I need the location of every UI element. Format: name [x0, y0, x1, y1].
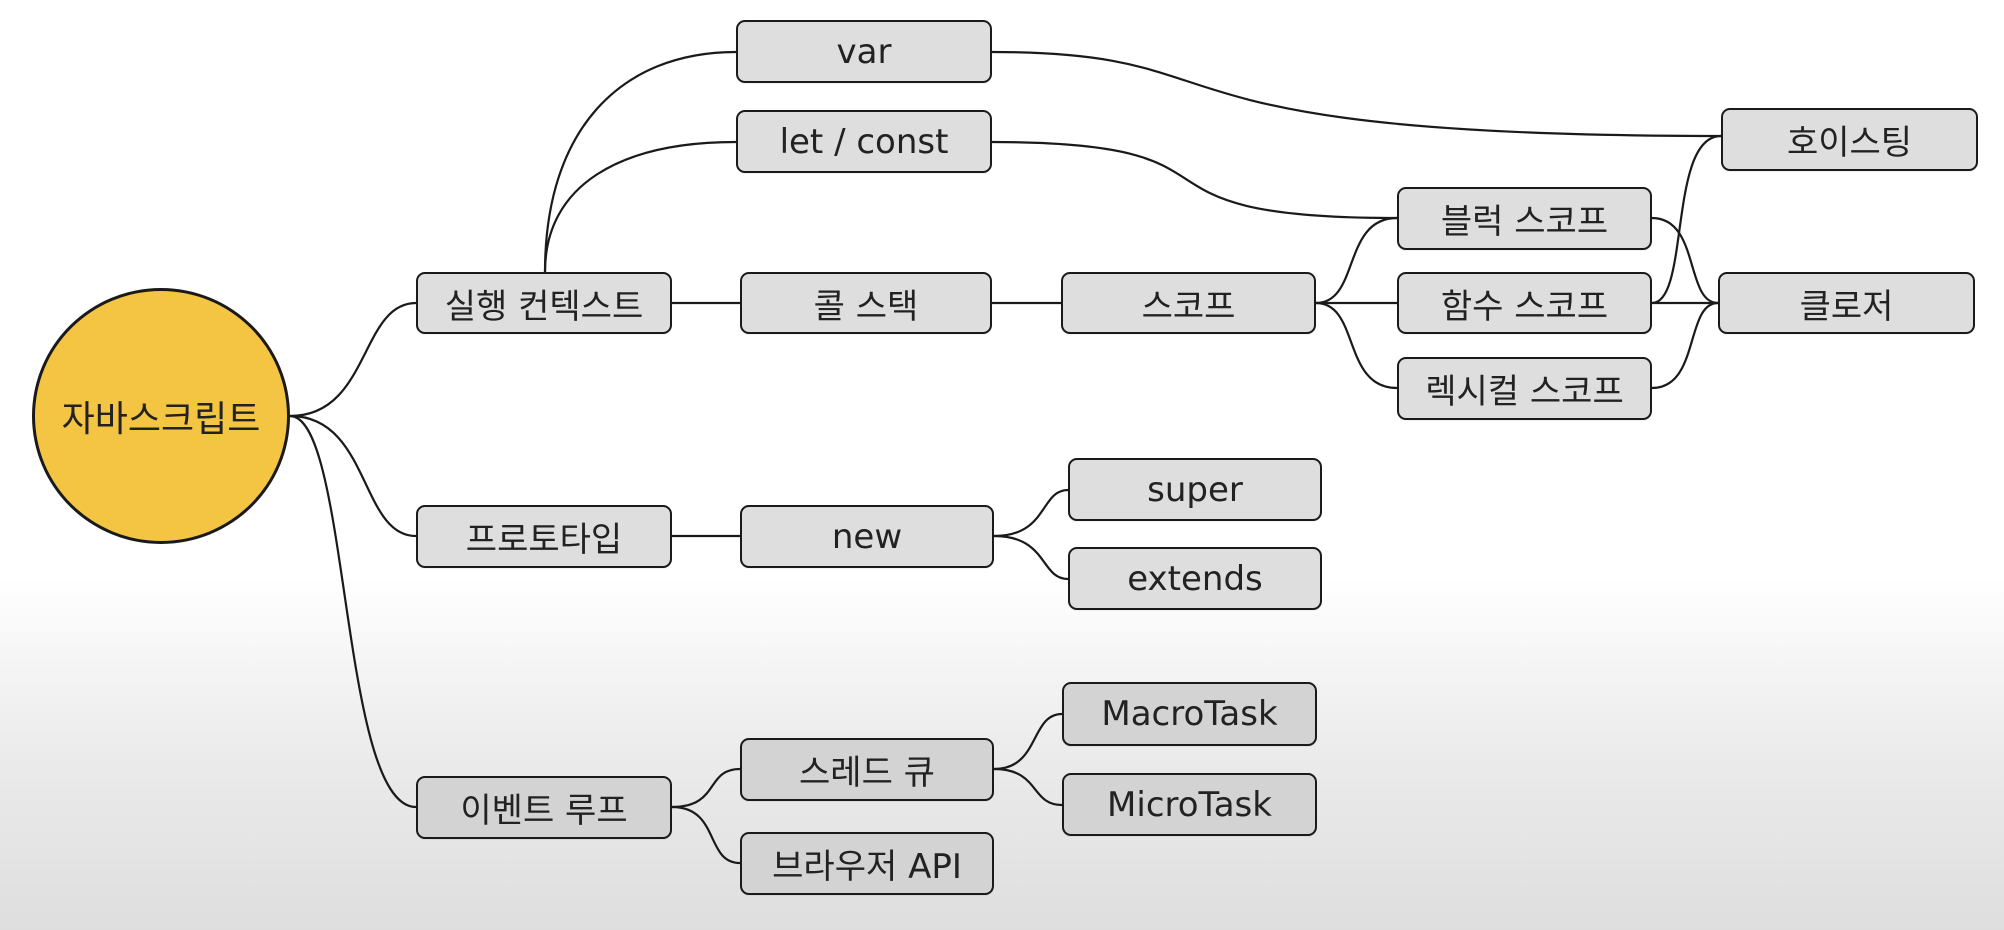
node-block-scope: 블럭 스코프	[1397, 187, 1652, 250]
edge-function-scope-hoisting	[1651, 134, 1722, 305]
node-scope: 스코프	[1061, 272, 1316, 334]
edge-thread-queue-macrotask	[993, 712, 1063, 771]
node-event-loop: 이벤트 루프	[416, 776, 672, 839]
node-execution-context: 실행 컨텍스트	[416, 272, 672, 334]
node-extends: extends	[1068, 547, 1322, 610]
node-browser-api: 브라우저 API	[740, 832, 994, 895]
root-node-javascript: 자바스크립트	[32, 288, 290, 544]
node-macrotask: MacroTask	[1062, 682, 1317, 746]
node-microtask: MicroTask	[1062, 773, 1317, 836]
edge-event-loop-browser-api	[671, 805, 741, 865]
node-lexical-scope: 렉시컬 스코프	[1397, 357, 1652, 420]
node-var: var	[736, 20, 992, 83]
edge-root-event-loop	[289, 414, 417, 809]
edge-lexical-scope-closure	[1651, 301, 1719, 390]
edge-execution-context-var	[543, 50, 737, 273]
edge-block-scope-closure	[1651, 216, 1719, 305]
node-call-stack: 콜 스택	[740, 272, 992, 334]
node-closure: 클로저	[1718, 272, 1975, 334]
edge-var-hoisting	[991, 50, 1722, 138]
edge-scope-lexical-scope	[1315, 301, 1398, 390]
edge-root-execution-context	[289, 301, 417, 418]
edge-thread-queue-microtask	[993, 767, 1063, 807]
node-let-const: let / const	[736, 110, 992, 173]
node-thread-queue: 스레드 큐	[740, 738, 994, 801]
edge-let-const-block-scope	[991, 140, 1398, 220]
edge-event-loop-thread-queue	[671, 767, 741, 809]
node-function-scope: 함수 스코프	[1397, 272, 1652, 334]
edge-new-super	[993, 488, 1069, 538]
edge-scope-block-scope	[1315, 216, 1398, 305]
edge-execution-context-let-const	[543, 140, 737, 273]
node-new: new	[740, 505, 994, 568]
node-hoisting: 호이스팅	[1721, 108, 1978, 171]
node-prototype: 프로토타입	[416, 505, 672, 568]
node-super: super	[1068, 458, 1322, 521]
edge-new-extends	[993, 534, 1069, 581]
edge-root-prototype	[289, 414, 417, 538]
